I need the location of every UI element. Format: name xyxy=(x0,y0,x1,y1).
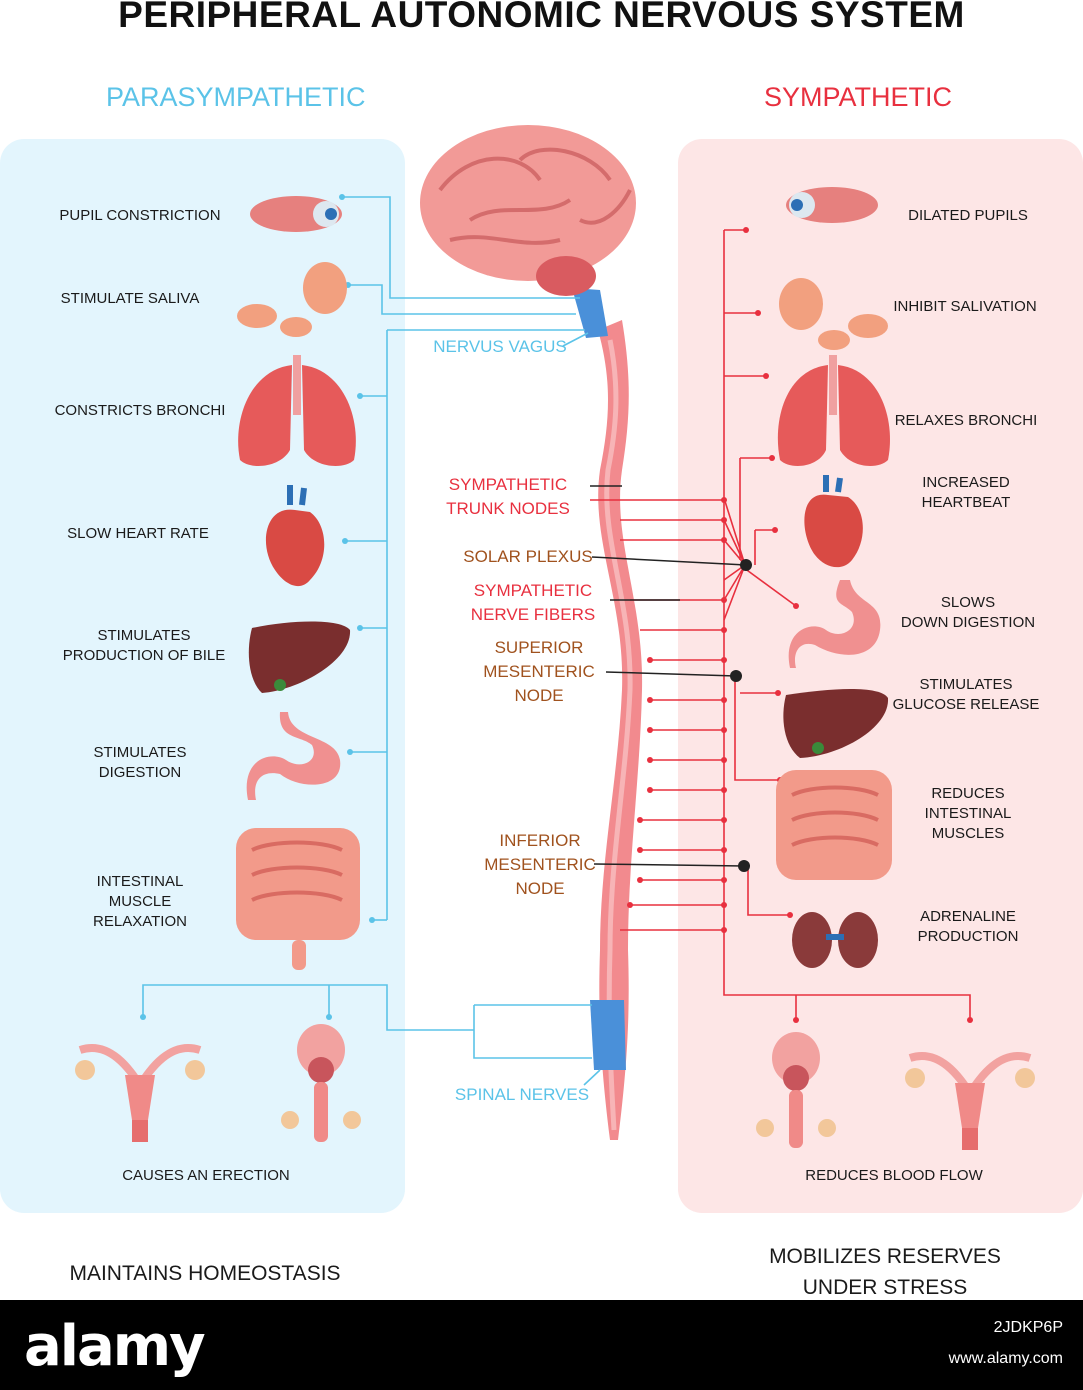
watermark-url: www.alamy.com xyxy=(948,1350,1063,1367)
male-reproductive-icon-right xyxy=(756,1032,836,1148)
salivary-glands-icon-sympathetic xyxy=(779,278,888,350)
eye-icon xyxy=(250,196,342,232)
label-nervus-vagus: Nervus vagus xyxy=(433,337,567,356)
watermark-image-id: 2JDKP6P xyxy=(993,1319,1063,1336)
liver-icon-sympathetic xyxy=(783,689,889,758)
label-stimulate-saliva: Stimulate saliva xyxy=(60,290,200,307)
label-dilated-pupils: Dilated pupils xyxy=(908,207,1028,224)
stomach-icon-sympathetic xyxy=(788,580,881,668)
label-sympathetic-trunk-nodes: Sympathetic trunk nodes xyxy=(446,475,570,518)
label-reduces-intestinal-muscles: Reduces intestinal muscles xyxy=(924,785,1012,842)
label-adrenaline-production: Adrenaline production xyxy=(917,908,1019,945)
label-reduces-blood-flow: Reduces blood flow xyxy=(805,1167,983,1184)
nervus-vagus-segment xyxy=(572,288,608,338)
kidneys-icon xyxy=(792,912,878,968)
watermark-bar: alamy 2JDKP6P www.alamy.com xyxy=(0,1300,1083,1390)
footer-parasympathetic: MAINTAINS HOMEOSTASIS xyxy=(69,1262,341,1285)
parasympathetic-wiring xyxy=(142,196,601,1086)
label-pupil-constriction: Pupil constriction xyxy=(59,207,221,224)
footer-sympathetic: MOBILIZES RESERVES UNDER STRESS xyxy=(769,1245,1001,1299)
page-title: PERIPHERAL AUTONOMIC NERVOUS SYSTEM xyxy=(118,0,965,35)
label-superior-mesenteric-node: Superior mesenteric node xyxy=(483,638,595,705)
label-inferior-mesenteric-node: Inferior mesenteric node xyxy=(484,831,596,898)
sympathetic-heading: SYMPATHETIC xyxy=(764,82,953,112)
label-solar-plexus: Solar plexus xyxy=(463,547,593,566)
stomach-icon xyxy=(246,712,341,800)
lungs-icon xyxy=(238,355,356,466)
heart-icon-sympathetic xyxy=(804,475,863,568)
label-slows-digestion: Slows down digestion xyxy=(900,594,1036,631)
salivary-glands-icon xyxy=(237,262,347,337)
label-intestinal-muscle-relaxation: Intestinal muscle relaxation xyxy=(93,873,187,930)
label-relaxes-bronchi: Relaxes bronchi xyxy=(894,412,1038,429)
male-reproductive-icon-left xyxy=(281,1024,361,1142)
spinal-nerve-segment xyxy=(590,1000,626,1070)
label-slow-heart-rate: Slow heart rate xyxy=(67,525,209,542)
label-sympathetic-nerve-fibers: Sympathetic nerve fibers xyxy=(470,581,596,624)
label-increased-heartbeat: Increased heartbeat xyxy=(921,474,1011,511)
pointer-lines xyxy=(590,485,747,867)
heart-icon xyxy=(265,485,325,587)
sympathetic-nodes xyxy=(627,227,973,1023)
label-stimulates-bile: Stimulates production of bile xyxy=(62,627,226,664)
intestine-icon-sympathetic xyxy=(776,770,892,880)
label-constricts-bronchi: Constricts bronchi xyxy=(54,402,226,419)
watermark-logo: alamy xyxy=(24,1314,206,1379)
female-reproductive-icon-left xyxy=(75,1044,205,1142)
liver-icon xyxy=(248,621,351,693)
label-glucose-release: Stimulates glucose release xyxy=(892,676,1040,713)
label-inhibit-salivation: Inhibit salivation xyxy=(893,298,1037,315)
parasympathetic-nodes xyxy=(140,194,375,1020)
female-reproductive-icon-right xyxy=(905,1052,1035,1150)
lungs-icon-sympathetic xyxy=(777,355,890,466)
intestine-icon xyxy=(236,828,360,970)
eye-icon-sympathetic xyxy=(786,187,878,223)
label-stimulates-digestion: Stimulates digestion xyxy=(93,744,187,781)
label-spinal-nerves: Spinal nerves xyxy=(454,1085,590,1104)
spinal-cord-highlight xyxy=(604,339,633,1131)
parasympathetic-heading: PARASYMPATHETIC xyxy=(106,82,366,112)
label-causes-erection: Causes an erection xyxy=(122,1167,290,1184)
sympathetic-wiring xyxy=(590,229,971,1020)
brain-icon xyxy=(420,125,636,296)
plexus-nodes xyxy=(730,559,752,872)
